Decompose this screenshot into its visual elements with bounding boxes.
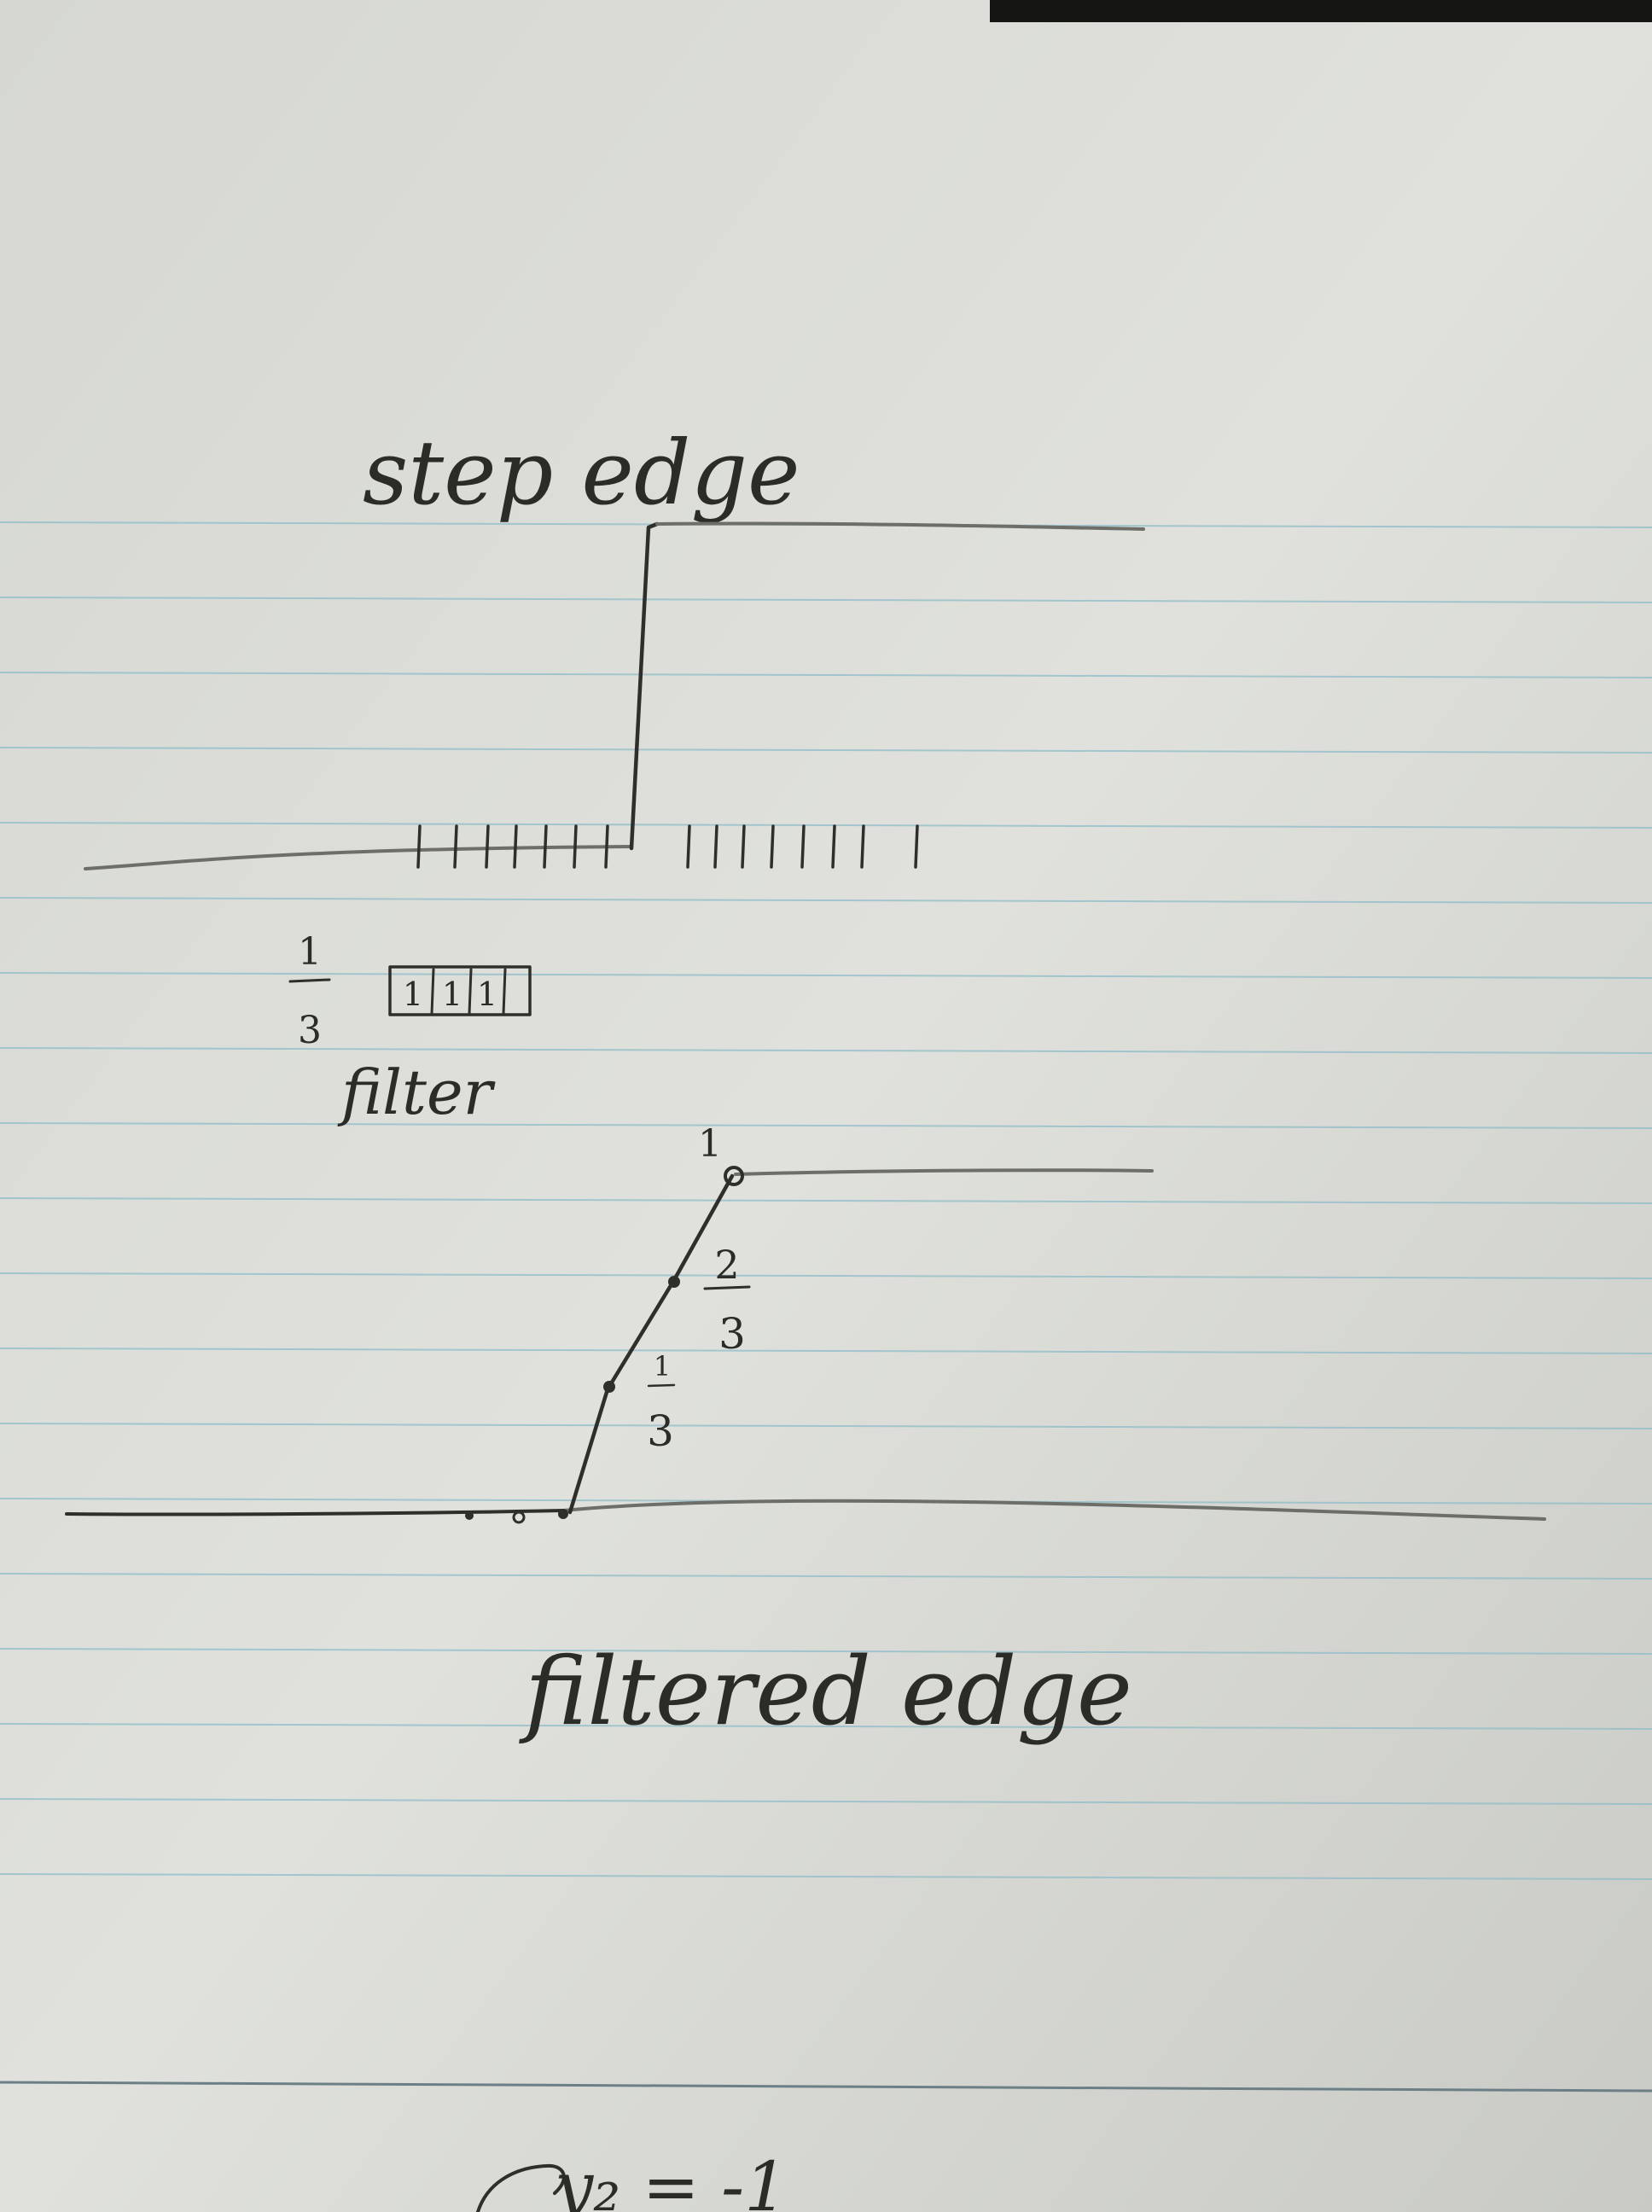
rule-line bbox=[0, 1197, 1652, 1204]
rule-line bbox=[0, 1798, 1652, 1805]
filter-fraction: 1 3 bbox=[288, 930, 331, 1052]
sample-tick bbox=[485, 824, 490, 869]
rule-line bbox=[0, 672, 1652, 678]
output-point-zero-b bbox=[512, 1511, 526, 1524]
rule-line bbox=[0, 747, 1652, 754]
rule-line bbox=[0, 1348, 1652, 1354]
sample-tick bbox=[914, 824, 919, 869]
desk-edge bbox=[990, 0, 1652, 22]
notebook-fold-line bbox=[0, 2081, 1652, 2093]
sample-tick bbox=[770, 824, 775, 869]
sample-tick bbox=[686, 824, 691, 869]
filter-fraction-numerator: 1 bbox=[298, 930, 322, 974]
rule-line bbox=[0, 1873, 1652, 1880]
filter-cell-2: 1 bbox=[442, 975, 462, 1013]
step-edge-graph bbox=[84, 521, 1145, 870]
filter-label: filter bbox=[337, 1057, 496, 1128]
rule-line bbox=[0, 1047, 1652, 1054]
rule-line bbox=[0, 1423, 1652, 1429]
rule-line bbox=[0, 1122, 1652, 1129]
svg-text:2: 2 bbox=[714, 1242, 739, 1288]
filtered-edge-title: filtered edge bbox=[519, 1637, 1132, 1746]
sample-tick bbox=[453, 824, 458, 869]
sample-tick bbox=[713, 824, 718, 869]
output-label-top: 1 bbox=[698, 1122, 722, 1166]
bottom-scribble bbox=[476, 2163, 566, 2212]
output-point-lower bbox=[603, 1381, 615, 1393]
sample-tick bbox=[513, 824, 518, 869]
filter-fraction-denominator: 3 bbox=[298, 1009, 322, 1052]
output-point-top bbox=[724, 1166, 744, 1186]
rule-line bbox=[0, 897, 1652, 904]
filtered-edge-graph bbox=[65, 1166, 1546, 1524]
svg-text:1: 1 bbox=[654, 1350, 671, 1382]
sample-tick bbox=[831, 824, 836, 869]
svg-text:3: 3 bbox=[718, 1309, 746, 1359]
sample-tick bbox=[543, 824, 548, 869]
step-edge-title: step edge bbox=[363, 421, 800, 525]
rule-line bbox=[0, 597, 1652, 603]
sample-tick bbox=[860, 824, 865, 869]
sample-tick bbox=[800, 824, 806, 869]
rule-line bbox=[0, 1648, 1652, 1655]
filter-cell-3: 1 bbox=[477, 975, 497, 1013]
sample-tick bbox=[741, 824, 746, 869]
output-point-upper bbox=[668, 1276, 680, 1288]
rule-line bbox=[0, 1723, 1652, 1730]
rule-line bbox=[0, 1573, 1652, 1580]
output-label-upper: 2 3 bbox=[703, 1242, 751, 1359]
output-point-zero-a bbox=[465, 1511, 474, 1520]
sample-ticks bbox=[416, 824, 919, 869]
output-point-zero-c bbox=[558, 1509, 568, 1519]
filter-kernel-box: 1 1 1 bbox=[388, 965, 532, 1016]
sample-tick bbox=[573, 824, 578, 869]
rule-line bbox=[0, 1272, 1652, 1279]
rule-line bbox=[0, 972, 1652, 979]
rule-line bbox=[0, 822, 1652, 829]
filter-cell-1: 1 bbox=[403, 975, 423, 1013]
output-label-lower: 1 3 bbox=[647, 1350, 676, 1456]
bottom-equation: y₂ = -1 bbox=[552, 2147, 788, 2212]
sample-tick bbox=[416, 824, 422, 869]
sample-tick bbox=[604, 824, 609, 869]
svg-text:3: 3 bbox=[647, 1406, 674, 1456]
